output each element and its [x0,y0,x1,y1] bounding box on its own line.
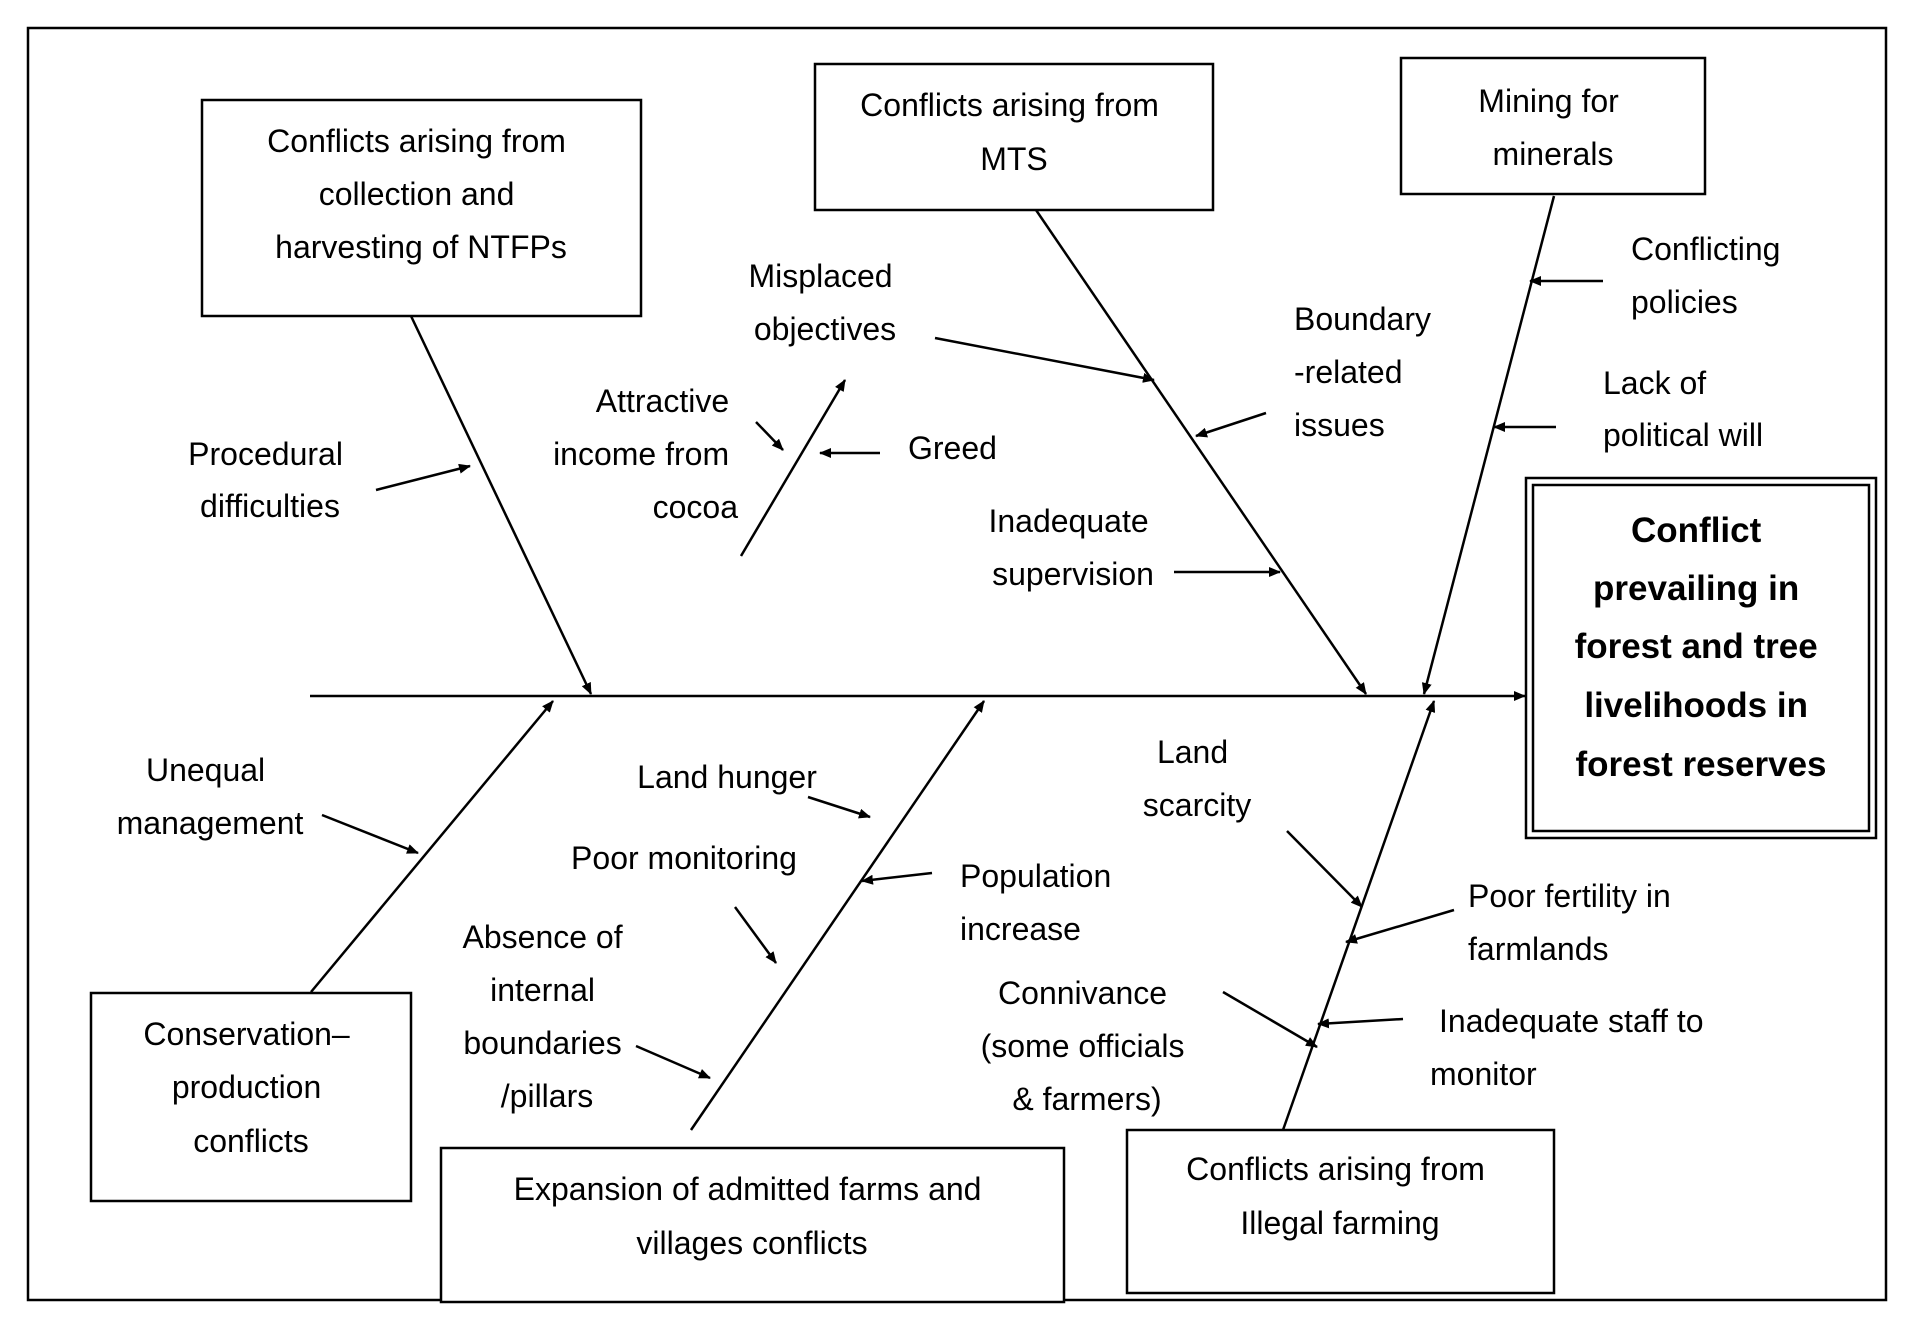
cause-boundary: Boundary -related issues [1294,301,1440,443]
category-label-expansion: Expansion of admitted farms and villages… [514,1171,991,1261]
arrow-population [861,871,933,885]
arrow-connivance [1222,990,1318,1049]
arrow-fertility [1345,908,1455,944]
category-box-conservation: Conservation– production conflicts [89,991,413,1203]
category-box-illegal: Conflicts arising from Illegal farming [1125,1128,1556,1295]
category-box-ntfp: Conflicts arising from collection and ha… [200,98,643,318]
cause-misplaced: Misplaced objectives [749,258,902,347]
cause-political: Lack of political will [1603,365,1763,453]
bone-mts [1034,209,1368,695]
cause-population: Population increase [960,858,1120,947]
effect-box: Conflict prevailing in forest and tree l… [1524,476,1878,840]
effect-title: Conflict prevailing in forest and tree l… [1575,511,1828,784]
arrow-unequal [321,813,419,855]
category-box-mining: Mining for minerals [1399,56,1707,196]
cause-unequal: Unequal management [117,752,304,841]
bone-conservation [310,700,554,993]
cause-attractive: Attractive income from cocoa [553,383,738,525]
cause-landhunger: Land hunger [637,759,817,795]
category-label-ntfp: Conflicts arising from collection and ha… [267,123,575,265]
bone-ntfp [409,315,593,695]
category-label-mts: Conflicts arising from MTS [860,87,1168,177]
arrow-misplaced [934,336,1155,383]
cause-greed: Greed [908,430,997,466]
cause-absence: Absence of internal boundaries /pillars [463,919,632,1114]
category-label-illegal: Conflicts arising from Illegal farming [1186,1151,1494,1241]
category-label-conservation: Conservation– production conflicts [143,1016,358,1159]
arrow-attractive [755,421,784,451]
sub-bone-objectives [739,379,847,557]
category-box-mts: Conflicts arising from MTS [813,62,1215,212]
arrow-landscarcity [1286,830,1363,908]
cause-connivance: Connivance (some officials & farmers) [981,975,1194,1117]
arrow-procedural [375,463,471,492]
bone-illegal [1281,700,1436,1131]
category-label-mining: Mining for minerals [1478,83,1627,172]
cause-landscarcity: Land scarcity [1143,734,1251,823]
bone-expansion [689,700,986,1131]
arrow-boundary [1195,411,1267,438]
cause-supervision: Inadequate supervision [988,503,1157,592]
arrow-landhunger [807,795,871,819]
arrow-poormon [733,906,778,964]
cause-procedural: Procedural difficulties [188,436,352,524]
arrow-staff [1317,1017,1404,1029]
category-box-expansion: Expansion of admitted farms and villages… [439,1146,1066,1304]
cause-staff: Inadequate staff to monitor [1430,1003,1712,1092]
cause-poormon: Poor monitoring [571,840,797,876]
cause-conflicting: Conflicting policies [1631,231,1789,320]
arrow-absence [635,1044,711,1080]
cause-fertility: Poor fertility in farmlands [1468,878,1680,967]
